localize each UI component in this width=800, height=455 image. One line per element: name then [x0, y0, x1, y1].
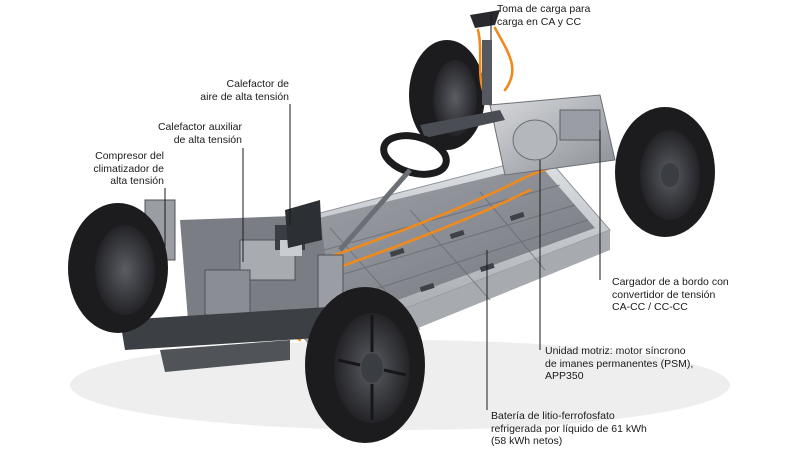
label-aux-heater: Calefactor auxiliar de alta tensión	[157, 121, 242, 146]
label-onboard-charger: Cargador de a bordo con convertidor de t…	[612, 276, 729, 313]
label-charging-socket: Toma de carga para carga en CA y CC	[497, 3, 591, 28]
rear-right-wheel	[615, 107, 715, 237]
front-components	[120, 199, 365, 372]
steering-assembly	[338, 132, 450, 252]
label-battery: Batería de litio-ferrofosfato refrigerad…	[491, 410, 647, 447]
front-left-wheel	[68, 203, 168, 333]
label-drive-unit: Unidad motriz: motor síncrono de imanes …	[545, 345, 694, 382]
front-right-wheel	[305, 287, 425, 443]
rear-suspension	[420, 10, 505, 138]
leader-lines	[164, 12, 601, 410]
rear-left-wheel	[409, 40, 485, 150]
label-ac-compressor: Compresor del climatizador de alta tensi…	[93, 150, 164, 187]
label-air-heater: Calefactor de aire de alta tensión	[200, 78, 289, 103]
rear-drive-unit	[489, 94, 616, 176]
